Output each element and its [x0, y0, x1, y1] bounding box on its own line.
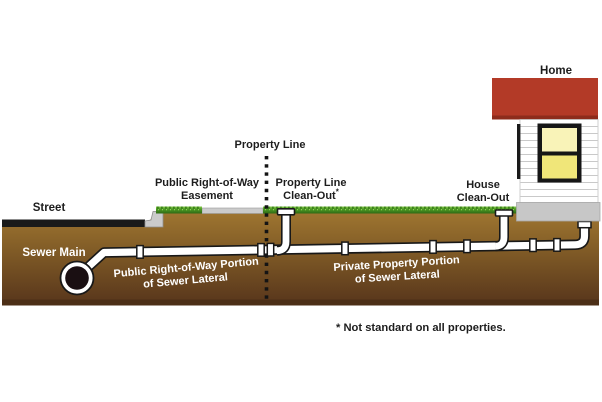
house-foundation: [516, 202, 601, 222]
house: [492, 78, 601, 222]
window-bottom-pane: [542, 155, 577, 179]
house-roof: [492, 78, 598, 120]
cleanout-cap: [494, 209, 514, 217]
cleanout-cap: [276, 208, 296, 216]
pipe-coupling: [136, 244, 144, 259]
corner-trim: [517, 124, 521, 179]
pipe-coupling: [257, 242, 265, 257]
pipe-couplings: [136, 220, 592, 259]
house-window: [537, 123, 582, 183]
street-label: Street: [32, 202, 66, 214]
property-line-cleanout-label: Property Line Clean-Out*: [252, 177, 370, 202]
pipe-coupling: [529, 238, 537, 253]
sewer-lateral-pipe: [82, 217, 590, 273]
sidewalk: [201, 207, 264, 214]
pipe-coupling: [266, 242, 275, 257]
soil-base-band: [2, 299, 599, 306]
house-cleanout-label-line1: House: [466, 179, 500, 191]
house-roof-edge: [492, 115, 598, 120]
pipe-coupling: [463, 239, 471, 254]
grass-parkway: [156, 206, 202, 214]
footnote-asterisk: *: [335, 186, 339, 196]
pipe-coupling: [553, 237, 561, 252]
house-cleanout-pipe: [494, 209, 514, 252]
easement-label-line2: Easement: [181, 189, 233, 202]
house-cleanout-label-line2: Clean-Out: [456, 191, 510, 204]
easement-label: Public Right-of-Way Easement: [146, 177, 268, 202]
grass-yard: [263, 206, 517, 214]
property-line-cleanout-label-line1: Property Line: [275, 177, 347, 189]
sewer-main-pipe: [59, 260, 95, 296]
property-line-label: Property Line: [234, 139, 306, 151]
pipe-coupling: [341, 241, 349, 256]
home-label: Home: [540, 65, 572, 77]
pipe-coupling: [429, 239, 437, 254]
sewer-main-label: Sewer Main: [22, 247, 86, 259]
street-surface: [2, 219, 145, 227]
curb: [144, 210, 164, 228]
soil: [2, 213, 599, 301]
property-line-cleanout-label-line2: Clean-Out*: [283, 186, 339, 202]
pipe-coupling: [577, 220, 592, 229]
property-line-cleanout-pipe: [276, 208, 296, 256]
footnote: * Not standard on all properties.: [336, 322, 506, 334]
house-cleanout-label: House Clean-Out: [428, 179, 538, 204]
window-top-pane: [542, 128, 577, 152]
easement-label-line1: Public Right-of-Way: [154, 177, 260, 189]
